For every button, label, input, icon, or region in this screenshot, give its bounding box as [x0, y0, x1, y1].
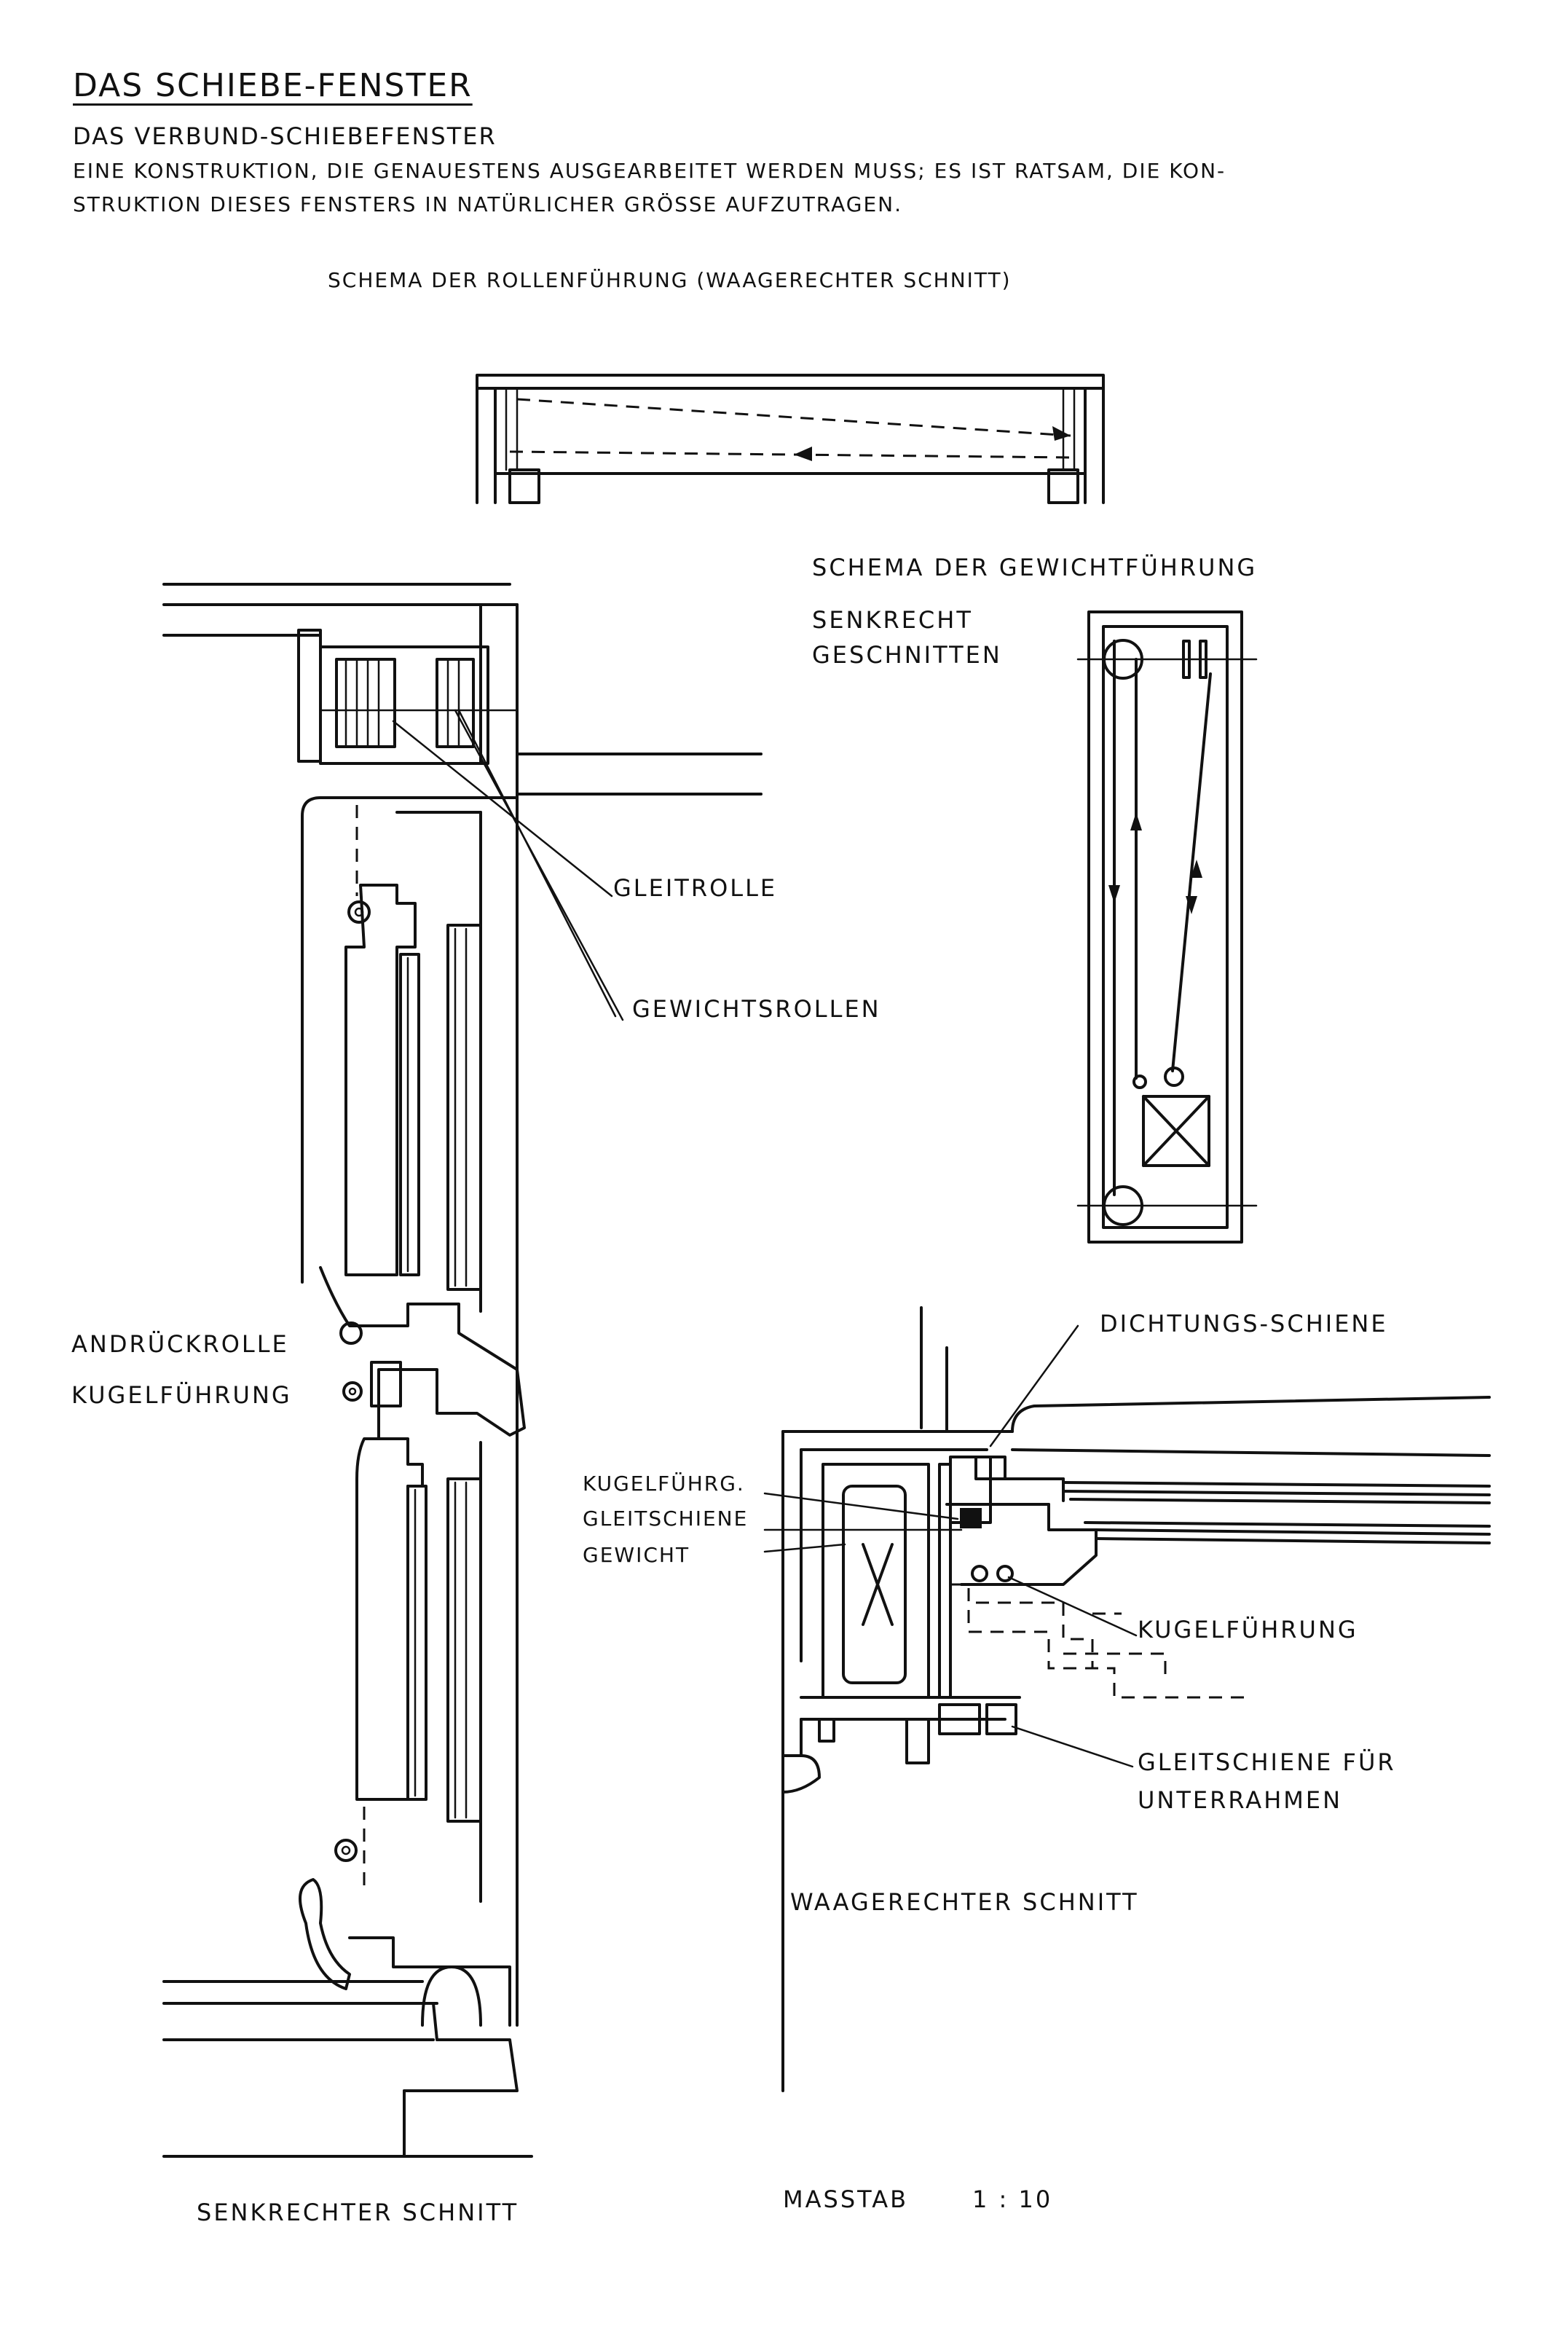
scale-value: 1 : 10	[972, 2185, 1053, 2213]
label-kugelfuehrung-right: KUGELFÜHRUNG	[1138, 1616, 1358, 1643]
schema-gewicht-sub-1: SENKRECHT	[812, 606, 973, 634]
label-unterrahmen: UNTERRAHMEN	[1138, 1786, 1343, 1814]
sheet-subtitle: DAS VERBUND-SCHIEBEFENSTER	[73, 122, 497, 150]
caption-senkrechter-schnitt: SENKRECHTER SCHNITT	[197, 2199, 519, 2226]
label-gewichtsrollen: GEWICHTSROLLEN	[632, 995, 881, 1023]
scale-label: MASSTAB	[783, 2185, 909, 2213]
schema-rollen-caption: SCHEMA DER ROLLENFÜHRUNG (WAAGERECHTER S…	[328, 268, 1012, 292]
intro-line-2: STRUKTION DIESES FENSTERS IN NATÜRLICHER…	[73, 192, 903, 216]
schema-gewicht-sub-2: GESCHNITTEN	[812, 641, 1002, 669]
label-dichtungs-schiene: DICHTUNGS-SCHIENE	[1100, 1310, 1388, 1338]
schema-gewicht-caption: SCHEMA DER GEWICHTFÜHRUNG	[812, 554, 1258, 581]
label-kugelfuehrung-left: KUGELFÜHRUNG	[71, 1381, 292, 1409]
vertical-section	[162, 583, 763, 2158]
label-gewicht: GEWICHT	[583, 1543, 690, 1567]
horizontal-section	[763, 1306, 1491, 2092]
label-gleitschiene: GLEITSCHIENE	[583, 1507, 749, 1531]
weight-guide-schema	[1076, 610, 1258, 1244]
label-andrueckrolle: ANDRÜCKROLLE	[71, 1330, 289, 1358]
label-gleitrolle: GLEITROLLE	[613, 874, 778, 902]
sheet-title: DAS SCHIEBE-FENSTER	[73, 67, 473, 104]
roller-guide-plan	[476, 374, 1105, 504]
label-gleitschiene-fuer: GLEITSCHIENE FÜR	[1138, 1748, 1396, 1776]
caption-waagerechter-schnitt: WAAGERECHTER SCHNITT	[790, 1888, 1139, 1916]
label-kugelfuehrg: KUGELFÜHRG.	[583, 1472, 745, 1496]
intro-line-1: EINE KONSTRUKTION, DIE GENAUESTENS AUSGE…	[73, 159, 1226, 183]
